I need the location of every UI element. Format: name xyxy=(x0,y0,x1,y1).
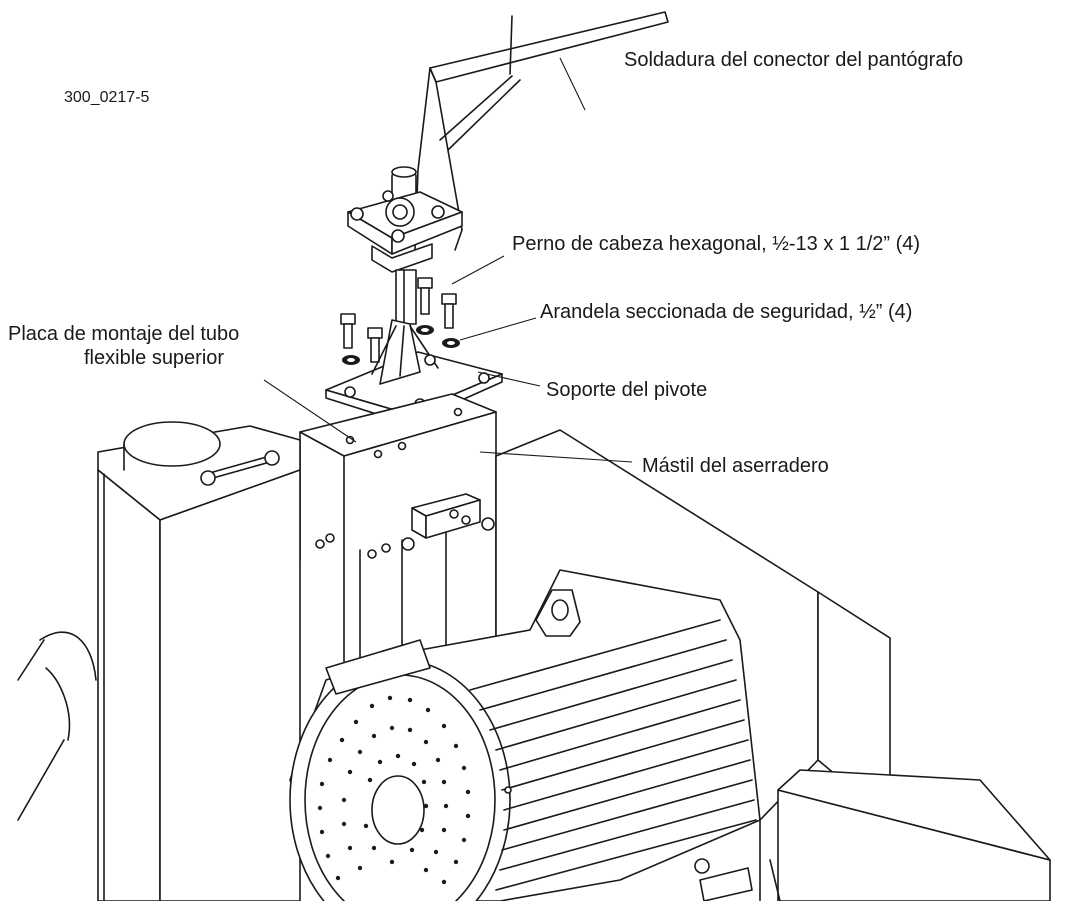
hex-bolts xyxy=(340,277,457,363)
electric-motor xyxy=(289,569,761,901)
sawmill-mast xyxy=(299,393,497,691)
motor-cooling-fins xyxy=(469,619,757,891)
carriage-upright xyxy=(17,421,301,901)
callout-pivot-support: Soporte del pivote xyxy=(546,379,708,401)
leader-hose-plate xyxy=(263,379,357,443)
callout-hex-bolt: Perno de cabeza hexagonal, ½-13 x 1 1/2”… xyxy=(512,233,921,255)
pivot-shaft-housing xyxy=(347,166,463,325)
callout-hose-plate-line2: flexible superior xyxy=(84,347,225,369)
callout-sawmill-mast: Mástil del aserradero xyxy=(642,455,829,477)
motor-fan-cover-holes xyxy=(317,695,471,885)
leader-pivot-support xyxy=(477,371,541,387)
leader-lock-washer xyxy=(459,317,537,341)
callout-lock-washer: Arandela seccionada de seguridad, ½” (4) xyxy=(540,301,913,323)
callout-leaders xyxy=(263,57,633,463)
leader-hex-bolt xyxy=(451,255,505,285)
leader-pantograph-weld xyxy=(559,57,586,111)
figure-id: 300_0217-5 xyxy=(64,89,150,106)
pantograph-connector-weldment xyxy=(414,11,669,251)
callout-pantograph-weld: Soldadura del conector del pantógrafo xyxy=(624,49,964,71)
callout-hose-plate-line1: Placa de montaje del tubo xyxy=(8,323,240,345)
leader-sawmill-mast xyxy=(479,451,633,463)
